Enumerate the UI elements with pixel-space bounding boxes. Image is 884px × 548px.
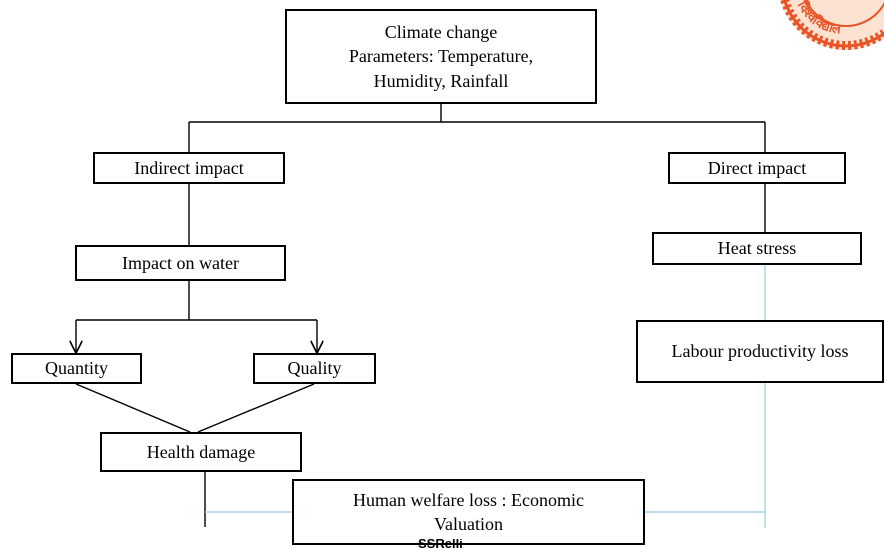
climate-parameters-line1: Parameters: Temperature, bbox=[348, 46, 534, 67]
human-welfare-loss-line2: Valuation bbox=[434, 514, 503, 534]
climate-change-node: Climate change Parameters: Temperature, … bbox=[285, 9, 597, 104]
impact-on-water-node: Impact on water bbox=[75, 245, 286, 281]
labour-productivity-loss-label: Labour productivity loss bbox=[671, 341, 849, 362]
direct-impact-label: Direct impact bbox=[707, 157, 807, 178]
health-damage-label: Health damage bbox=[146, 441, 256, 462]
climate-parameters-line2: Humidity, Rainfall bbox=[373, 70, 509, 91]
direct-impact-node: Direct impact bbox=[668, 152, 846, 184]
indirect-impact-label: Indirect impact bbox=[134, 157, 244, 178]
human-welfare-loss-node: Human welfare loss : Economic Valuation bbox=[292, 479, 645, 545]
indirect-impact-node: Indirect impact bbox=[93, 152, 285, 184]
quantity-label: Quantity bbox=[45, 358, 108, 379]
heat-stress-label: Heat stress bbox=[717, 238, 797, 259]
human-welfare-loss-line1: Human welfare loss : Economic bbox=[353, 489, 584, 510]
quality-label: Quality bbox=[287, 358, 342, 379]
climate-change-title: Climate change bbox=[384, 22, 498, 43]
footer-text: SSRelli bbox=[418, 539, 463, 548]
quality-to-health bbox=[197, 383, 315, 433]
impact-on-water-label: Impact on water bbox=[122, 252, 239, 273]
quantity-node: Quantity bbox=[11, 353, 142, 384]
heat-stress-node: Heat stress bbox=[652, 232, 862, 265]
labour-productivity-loss-node: Labour productivity loss bbox=[636, 320, 884, 383]
quality-node: Quality bbox=[253, 353, 376, 384]
health-damage-node: Health damage bbox=[100, 432, 302, 472]
quantity-to-health bbox=[75, 383, 191, 433]
